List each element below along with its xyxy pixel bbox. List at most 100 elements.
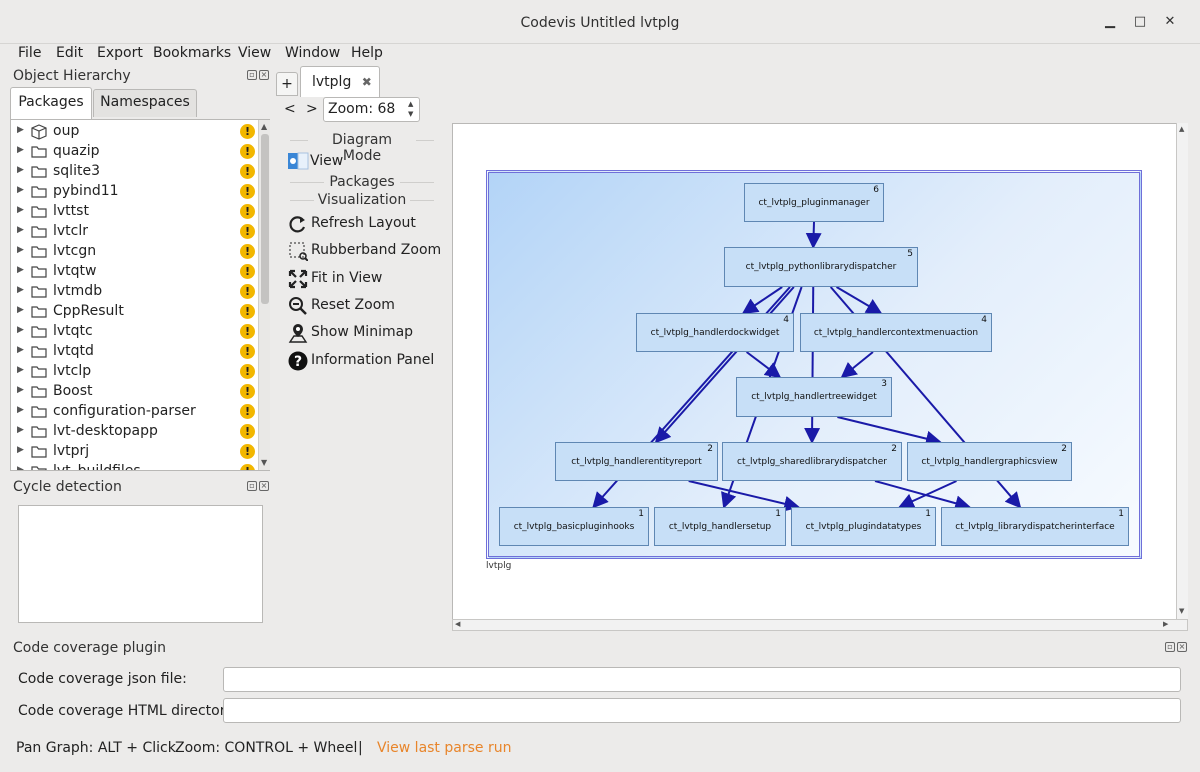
scroll-left-icon[interactable]: ◀ <box>455 620 461 628</box>
tree-item[interactable]: ▶lvtqtw! <box>11 262 256 282</box>
component-node-label: ct_lvtplg_pythonlibrarydispatcher <box>745 262 897 272</box>
scroll-down-icon[interactable]: ▼ <box>261 458 268 467</box>
maximize-button[interactable]: □ <box>1133 14 1147 29</box>
zoom-spinbox[interactable]: Zoom: 68 ▲▼ <box>323 97 420 122</box>
coverage-html-input[interactable] <box>223 698 1181 723</box>
tree-item[interactable]: ▶pybind11! <box>11 182 256 202</box>
tree-item[interactable]: ▶lvtcgn! <box>11 242 256 262</box>
tree-item[interactable]: ▶quazip! <box>11 142 256 162</box>
coverage-json-input[interactable] <box>223 667 1181 692</box>
tab-packages[interactable]: Packages <box>10 87 92 119</box>
float-icon[interactable]: ▫ <box>247 70 257 80</box>
back-button[interactable]: < <box>284 101 296 117</box>
close-panel-icon[interactable]: × <box>259 70 269 80</box>
component-node-level: 1 <box>638 509 644 519</box>
tab-namespaces[interactable]: Namespaces <box>93 89 197 117</box>
expand-arrow-icon[interactable]: ▶ <box>17 205 24 215</box>
tab-lvtplg[interactable]: lvtplg ✖ <box>300 66 380 97</box>
expand-arrow-icon[interactable]: ▶ <box>17 365 24 375</box>
view-last-parse-run-link[interactable]: View last parse run <box>377 740 512 756</box>
package-tree[interactable]: ▶oup!▶quazip!▶sqlite3!▶pybind11!▶lvttst!… <box>10 119 270 471</box>
tree-item[interactable]: ▶lvtclp! <box>11 362 256 382</box>
expand-arrow-icon[interactable]: ▶ <box>17 165 24 175</box>
warning-icon: ! <box>240 184 255 199</box>
tree-item[interactable]: ▶configuration-parser! <box>11 402 256 422</box>
tree-item[interactable]: ▶lvtqtd! <box>11 342 256 362</box>
menu-file[interactable]: File <box>18 45 42 61</box>
cycle-detection-list[interactable] <box>18 505 263 623</box>
tree-item[interactable]: ▶Boost! <box>11 382 256 402</box>
expand-arrow-icon[interactable]: ▶ <box>17 245 24 255</box>
expand-arrow-icon[interactable]: ▶ <box>17 145 24 155</box>
folder-icon <box>31 264 47 278</box>
tree-item[interactable]: ▶lvttst! <box>11 202 256 222</box>
object-hierarchy-dock-buttons: ▫× <box>245 70 269 80</box>
close-panel-icon[interactable]: × <box>259 481 269 491</box>
expand-arrow-icon[interactable]: ▶ <box>17 285 24 295</box>
add-tab-button[interactable]: + <box>276 72 298 96</box>
expand-arrow-icon[interactable]: ▶ <box>17 325 24 335</box>
tab-close-icon[interactable]: ✖ <box>361 75 372 89</box>
menu-export[interactable]: Export <box>97 45 143 61</box>
tree-item[interactable]: ▶oup! <box>11 122 256 142</box>
expand-arrow-icon[interactable]: ▶ <box>17 425 24 435</box>
show-minimap-label: Show Minimap <box>311 324 414 340</box>
tree-item[interactable]: ▶sqlite3! <box>11 162 256 182</box>
expand-arrow-icon[interactable]: ▶ <box>17 185 24 195</box>
menu-view[interactable]: View <box>238 45 272 61</box>
scroll-up-icon[interactable]: ▲ <box>1179 125 1185 133</box>
tree-item[interactable]: ▶lvt-desktopapp! <box>11 422 256 442</box>
tree-item[interactable]: ▶lvtqtc! <box>11 322 256 342</box>
canvas-vertical-scrollbar[interactable]: ▲ ▼ <box>1176 123 1188 620</box>
menu-window[interactable]: Window <box>285 45 341 61</box>
tree-item[interactable]: ▶lvtmdb! <box>11 282 256 302</box>
expand-arrow-icon[interactable]: ▶ <box>17 305 24 315</box>
float-icon[interactable]: ▫ <box>1165 642 1175 652</box>
scroll-right-icon[interactable]: ▶ <box>1163 620 1169 628</box>
expand-arrow-icon[interactable]: ▶ <box>17 345 24 355</box>
expand-arrow-icon[interactable]: ▶ <box>17 385 24 395</box>
canvas-horizontal-scrollbar[interactable]: ◀ ▶ <box>452 619 1188 631</box>
forward-button[interactable]: > <box>306 101 318 117</box>
menu-help[interactable]: Help <box>351 45 383 61</box>
menu-bookmarks[interactable]: Bookmarks <box>153 45 232 61</box>
scroll-down-icon[interactable]: ▼ <box>1179 607 1185 615</box>
expand-arrow-icon[interactable]: ▶ <box>17 465 24 471</box>
float-icon[interactable]: ▫ <box>247 481 257 491</box>
scroll-up-icon[interactable]: ▲ <box>261 122 268 131</box>
close-button[interactable]: ✕ <box>1164 14 1176 29</box>
tree-item[interactable]: ▶lvt_buildfiles! <box>11 462 256 471</box>
expand-arrow-icon[interactable]: ▶ <box>17 445 24 455</box>
expand-arrow-icon[interactable]: ▶ <box>17 265 24 275</box>
spin-arrows-icon[interactable]: ▲▼ <box>408 100 414 118</box>
rubberband-zoom-label: Rubberband Zoom <box>311 242 442 258</box>
view-mode-icon <box>288 152 309 170</box>
divider <box>290 200 314 201</box>
close-panel-icon[interactable]: × <box>1177 642 1187 652</box>
expand-arrow-icon[interactable]: ▶ <box>17 225 24 235</box>
zoom-value: Zoom: 68 <box>328 101 396 117</box>
expand-arrow-icon[interactable]: ▶ <box>17 405 24 415</box>
tree-scrollbar[interactable]: ▲ ▼ <box>258 120 270 470</box>
menu-edit[interactable]: Edit <box>56 45 84 61</box>
tree-scroll-thumb[interactable] <box>261 134 269 304</box>
tree-item[interactable]: ▶lvtprj! <box>11 442 256 462</box>
expand-arrow-icon[interactable]: ▶ <box>17 125 24 135</box>
minimize-button[interactable]: ▁ <box>1105 14 1115 29</box>
tree-item[interactable]: ▶CppResult! <box>11 302 256 322</box>
map-pin-icon <box>288 323 308 343</box>
tree-item[interactable]: ▶lvtclr! <box>11 222 256 242</box>
